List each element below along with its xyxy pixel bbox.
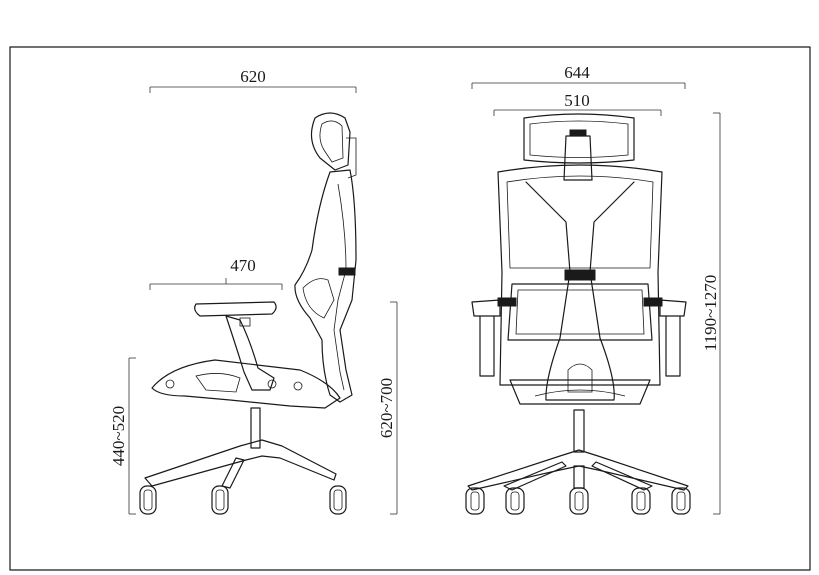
drawing-frame [9, 46, 811, 571]
side-armrest [194, 301, 277, 317]
label-seat-depth: 470 [230, 256, 256, 275]
front-armrest-left [471, 299, 501, 377]
side-seat [151, 359, 341, 409]
side-headrest [310, 112, 351, 171]
side-view [139, 112, 357, 515]
front-armrest-right [659, 299, 687, 377]
front-gas-lift [573, 409, 585, 453]
front-casters [465, 487, 691, 515]
front-base [467, 449, 689, 491]
front-seat [507, 283, 653, 341]
dimension-total-height: 1190~1270 [701, 112, 721, 515]
side-backrest [294, 169, 357, 403]
dimension-back-width: 510 [493, 91, 662, 116]
front-backrest [497, 164, 663, 386]
label-total-height: 1190~1270 [701, 275, 720, 352]
side-base [144, 439, 337, 487]
dimension-front-width: 644 [471, 63, 686, 89]
label-seat-height: 440~520 [109, 406, 128, 466]
front-view [465, 113, 691, 515]
side-casters [139, 485, 347, 515]
label-armrest-height: 620~700 [377, 378, 396, 438]
side-gas-lift [250, 407, 261, 449]
label-side-depth: 620 [240, 67, 266, 86]
label-back-width: 510 [564, 91, 590, 110]
dimension-seat-height: 440~520 [109, 357, 136, 515]
label-front-width: 644 [564, 63, 590, 82]
dimension-armrest-height: 620~700 [377, 301, 398, 515]
dimension-side-depth: 620 [149, 67, 357, 93]
front-headrest [523, 113, 635, 164]
dimension-seat-depth: 470 [149, 256, 283, 290]
